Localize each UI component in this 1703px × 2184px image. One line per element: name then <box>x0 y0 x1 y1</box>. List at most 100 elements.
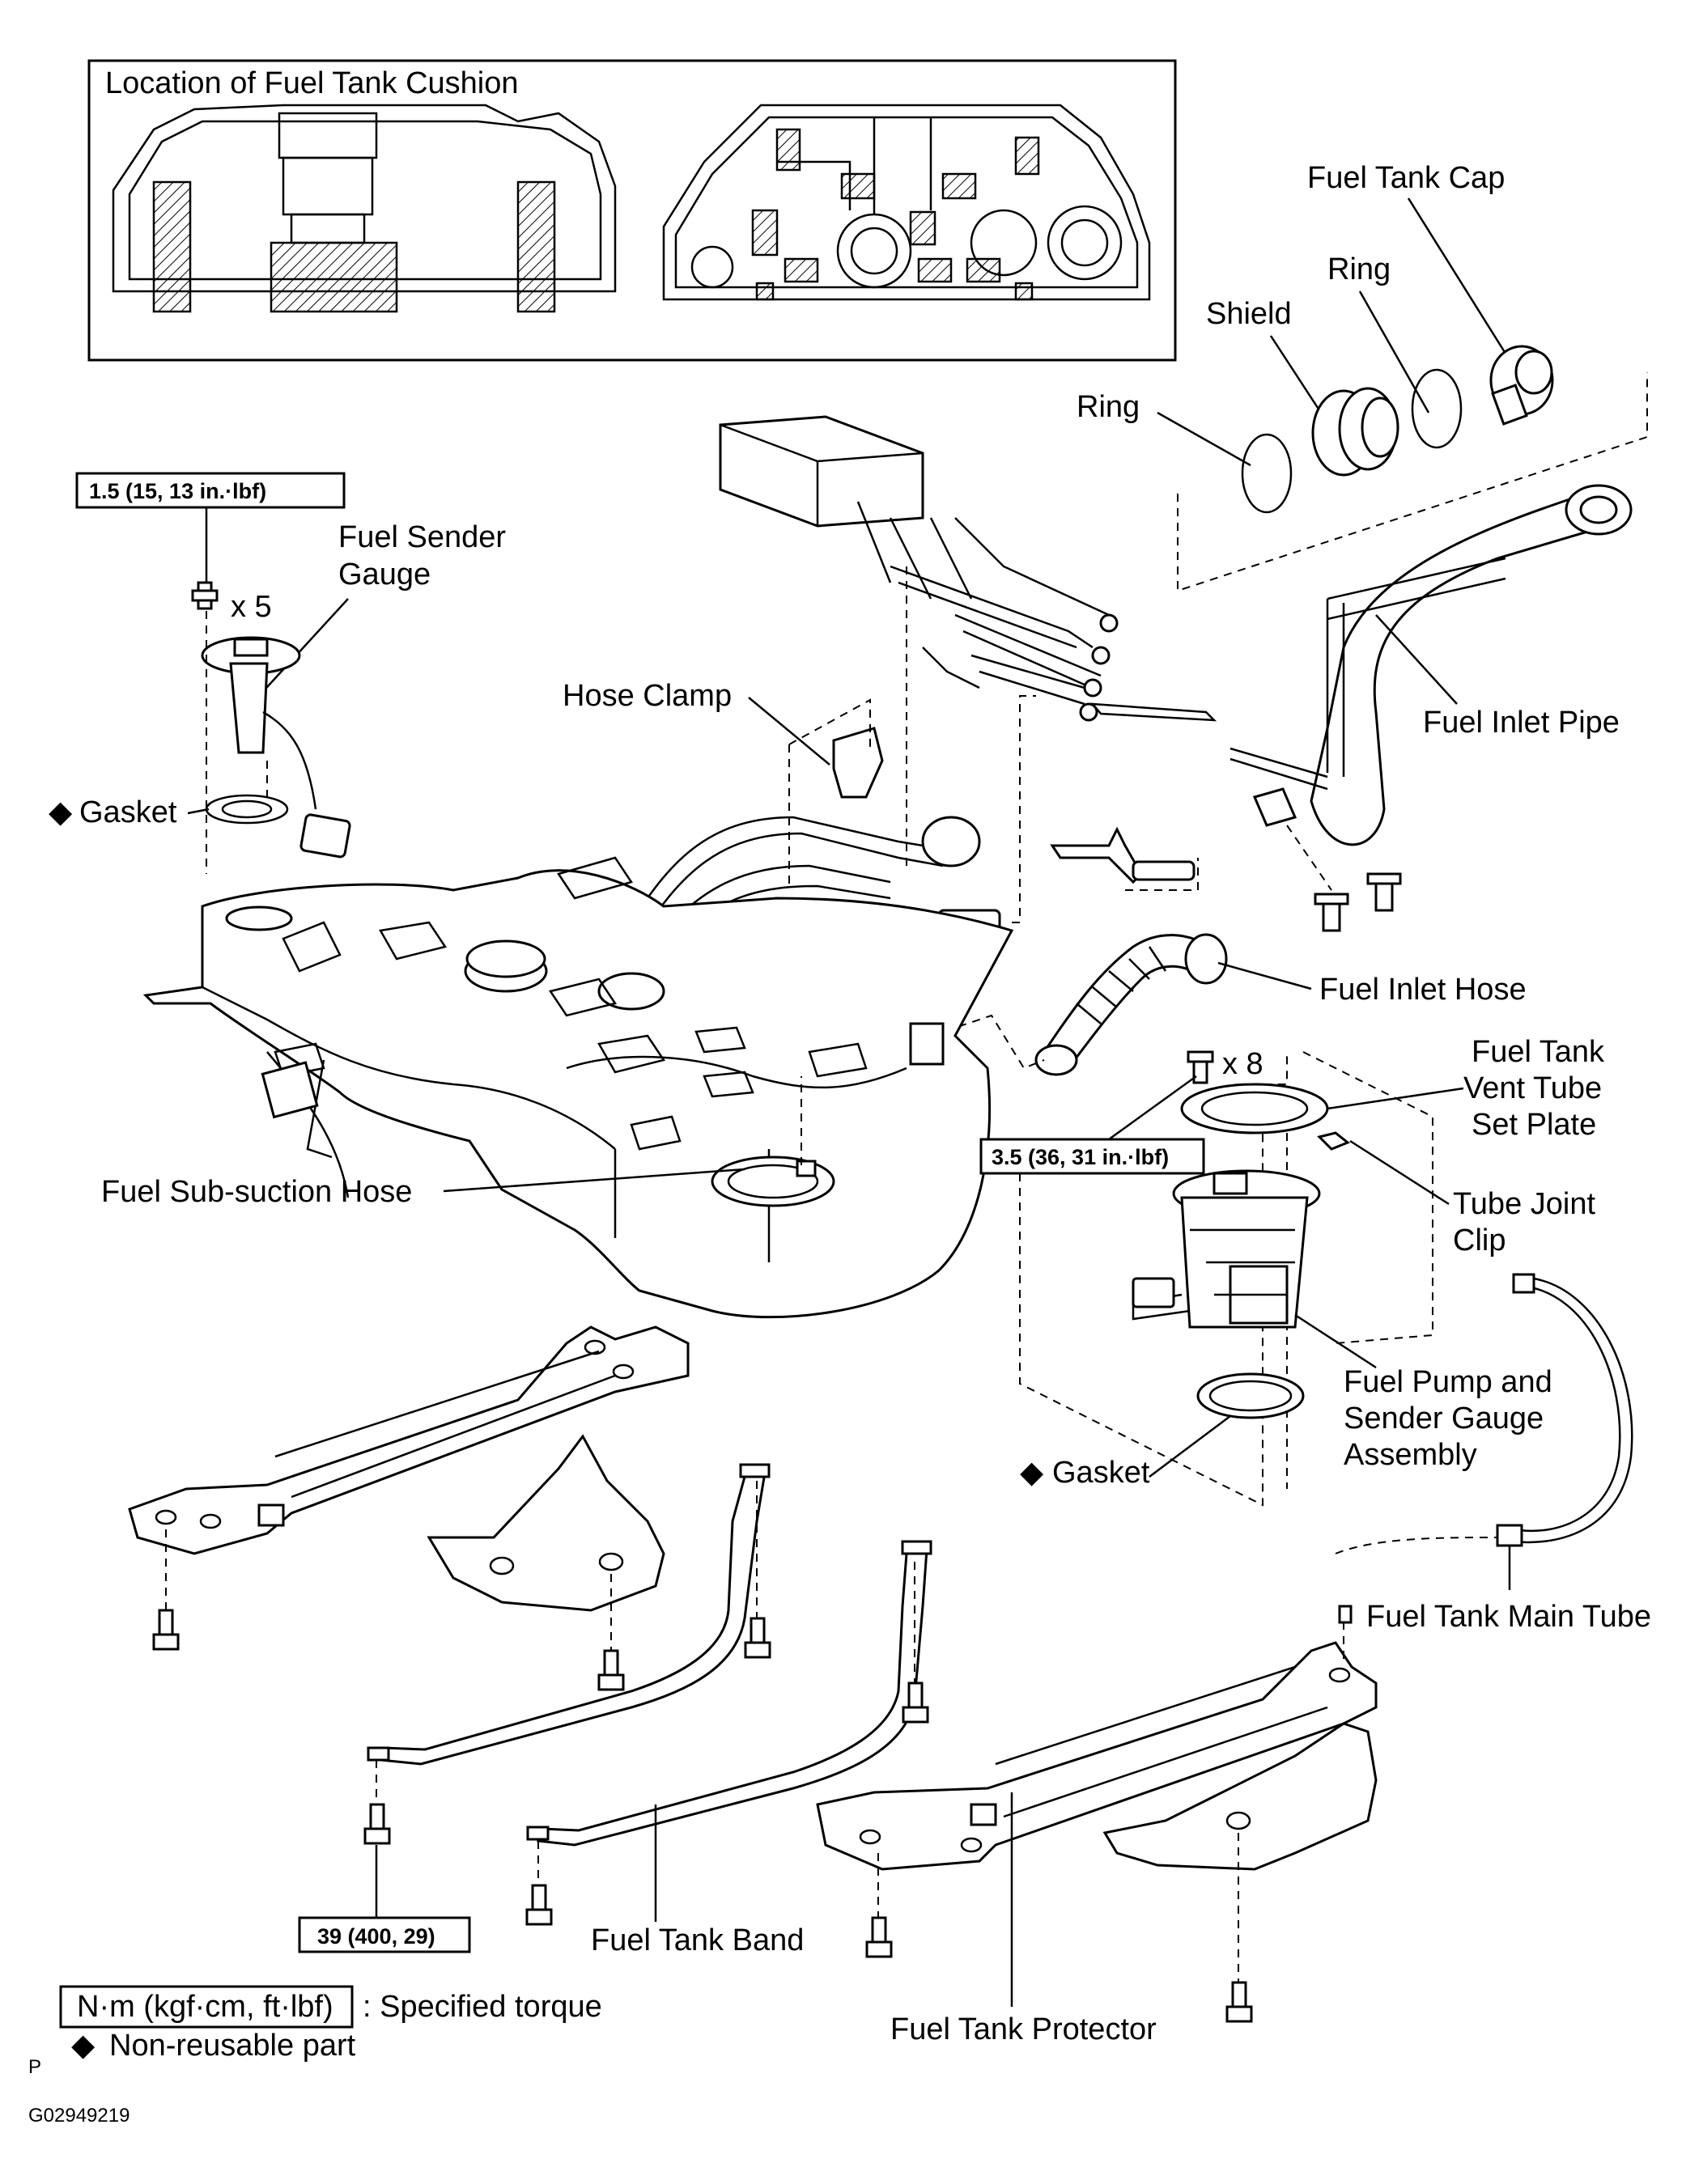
fuel-tank-main-tube: Fuel Tank Main Tube <box>1335 1273 1651 1634</box>
cushion-pad <box>516 180 556 313</box>
cushion-pad <box>840 172 876 200</box>
legend: N·m (kgf·cm, ft·lbf) : Specified torque … <box>59 1985 602 2063</box>
page-mark: P <box>28 2056 41 2078</box>
protector-stud <box>1338 1605 1353 1624</box>
label-fuel-sender-1: Fuel Sender <box>338 520 506 554</box>
sender-bolt <box>191 581 219 610</box>
label-vent-tube-1: Fuel Tank <box>1472 1035 1605 1069</box>
protector-bolt <box>865 1916 893 1958</box>
label-fuel-tank-protector: Fuel Tank Protector <box>890 2012 1157 2046</box>
cushion-pad <box>966 257 1001 283</box>
fuel-inlet-hose: Fuel Inlet Hose <box>1034 933 1527 1076</box>
label-gasket-upper: Gasket <box>79 795 177 829</box>
gasket-lower-diamond: ◆ <box>1020 1456 1044 1490</box>
band-bolt <box>363 1803 391 1845</box>
band-bolt <box>525 1884 553 1926</box>
inset-title: Location of Fuel Tank Cushion <box>105 66 519 100</box>
ring-lower <box>1241 433 1293 514</box>
torque-box-band <box>298 1916 471 1953</box>
torque-box-sender <box>75 472 346 509</box>
legend-diamond: ◆ <box>71 2029 96 2063</box>
label-fuel-tank-main-tube: Fuel Tank Main Tube <box>1366 1600 1651 1634</box>
fuel-tank-band-2 <box>526 1540 932 1847</box>
label-ring-upper: Ring <box>1327 252 1391 286</box>
filler-cap-group: Fuel Tank Cap Ring Shield Ring <box>1077 161 1648 592</box>
sender-gasket <box>205 794 289 825</box>
sender-opening <box>225 905 293 931</box>
label-hose-clamp: Hose Clamp <box>563 679 732 713</box>
legend-unit: N·m (kgf·cm, ft·lbf) <box>77 1990 333 2024</box>
cushion-location-inset: Location of Fuel Tank Cushion <box>87 59 1177 362</box>
band-torque: 39 (400, 29) <box>298 1845 471 1953</box>
cushion-pad <box>775 128 801 172</box>
label-ring-lower: Ring <box>1077 390 1140 424</box>
fuel-pump-group: x 8 3.5 (36, 31 in.·lbf) Fuel Tank Vent … <box>979 1035 1605 1507</box>
fuel-tank-cap <box>1489 345 1554 426</box>
cushion-pad <box>751 209 779 257</box>
label-fuel-tank-cap: Fuel Tank Cap <box>1307 161 1505 195</box>
heat-shield-right <box>1102 1722 1378 1871</box>
label-fuel-inlet-pipe: Fuel Inlet Pipe <box>1423 706 1620 740</box>
label-fuel-inlet-hose: Fuel Inlet Hose <box>1319 973 1527 1007</box>
fuel-inlet-pipe: Fuel Inlet Pipe <box>1090 484 1633 846</box>
figure-id: G02949219 <box>28 2105 130 2127</box>
cushion-pad <box>152 180 192 313</box>
label-gasket-lower: Gasket <box>1052 1456 1150 1490</box>
label-vent-tube-3: Set Plate <box>1472 1108 1596 1142</box>
label-shield: Shield <box>1206 297 1292 331</box>
cushion-pad <box>917 257 953 283</box>
label-vent-tube-2: Vent Tube <box>1463 1071 1602 1105</box>
inset-tank-side-view <box>112 104 617 313</box>
label-tube-joint-1: Tube Joint <box>1453 1187 1595 1221</box>
shield <box>1311 387 1399 477</box>
charcoal-canister <box>719 415 1119 722</box>
tank-protector-right <box>816 1641 1378 1871</box>
cushion-pad <box>784 257 819 283</box>
torque-band: 39 (400, 29) <box>317 1924 435 1949</box>
cushion-pad <box>909 210 936 246</box>
pump-gasket <box>1196 1372 1305 1419</box>
shield-bolt <box>1225 1981 1253 2023</box>
label-pump-assembly-2: Sender Gauge <box>1344 1402 1544 1436</box>
torque-pump: 3.5 (36, 31 in.·lbf) <box>992 1145 1169 1169</box>
protector-bolt <box>152 1609 180 1651</box>
inset-tank-bottom-view <box>662 104 1151 301</box>
band-bolt <box>902 1681 929 1724</box>
label-fuel-sender-2: Gauge <box>338 558 431 592</box>
sender-bolt-count: x 5 <box>231 590 272 624</box>
cushion-pad <box>1014 136 1040 176</box>
fuel-sender-gauge <box>201 636 351 859</box>
torque-box-pump <box>979 1138 1205 1175</box>
tube-joint-clip <box>1317 1131 1350 1151</box>
hose-clamp: Hose Clamp <box>563 679 884 799</box>
inlet-pipe-bolt <box>1314 893 1349 932</box>
label-pump-assembly-3: Assembly <box>1344 1438 1477 1472</box>
inlet-pipe-bolt <box>1366 872 1402 912</box>
tank-protector-left <box>128 1325 690 1555</box>
legend-unit-desc: : Specified torque <box>363 1990 602 2024</box>
legend-nonreusable: Non-reusable part <box>109 2029 356 2063</box>
fuel-pump-assembly <box>1132 1169 1321 1329</box>
label-pump-assembly-1: Fuel Pump and <box>1344 1365 1552 1399</box>
pump-bolt-count: x 8 <box>1222 1047 1263 1081</box>
inset-frame <box>87 59 1177 362</box>
fuel-sender-gauge-group: 1.5 (15, 13 in.·lbf) x 5 Fuel Sender Gau… <box>49 472 506 874</box>
fuel-tank: Fuel Sub-suction Hose <box>101 856 1014 1319</box>
band-bolt <box>744 1617 771 1659</box>
ring-upper <box>1411 368 1463 449</box>
cushion-pad <box>270 241 398 313</box>
vent-tube-set-plate <box>1180 1083 1329 1134</box>
shield-bolt <box>597 1649 625 1691</box>
cushion-pad <box>755 282 775 301</box>
heat-shield-left <box>427 1434 665 1612</box>
fuel-tank-band-1 <box>367 1463 771 1766</box>
pump-bolt <box>1187 1050 1214 1084</box>
label-fuel-sub-suction-hose: Fuel Sub-suction Hose <box>101 1175 412 1209</box>
cushion-pad <box>941 172 977 200</box>
label-tube-joint-2: Clip <box>1453 1223 1506 1257</box>
gasket-upper-diamond: ◆ <box>49 795 73 829</box>
torque-sender: 1.5 (15, 13 in.·lbf) <box>89 479 266 503</box>
cushion-pad <box>1014 282 1034 301</box>
